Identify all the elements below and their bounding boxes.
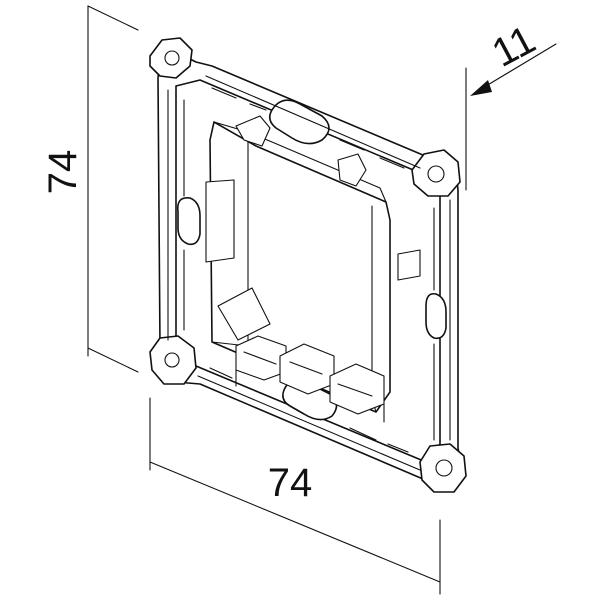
slot-left [176, 196, 201, 246]
height-extension-top [87, 5, 139, 31]
lug-bottom-right [419, 443, 467, 493]
height-extension-bottom [87, 347, 139, 373]
slot-right [425, 292, 447, 340]
width-label: 74 [268, 461, 313, 505]
lug-bottom-left [149, 335, 197, 385]
top-rail-detail [205, 75, 421, 169]
lug-top-right [411, 149, 461, 197]
width-dimension: 74 [149, 397, 441, 595]
lug-top-left [149, 37, 193, 79]
height-label: 74 [41, 150, 85, 195]
clip-top-left [235, 115, 271, 147]
opening-wall-left [211, 121, 249, 347]
retainer-detail [235, 351, 385, 423]
right-rail-detail [433, 199, 451, 441]
depth-leader [475, 43, 557, 93]
depth-label: 11 [485, 17, 542, 75]
slot-top [268, 99, 330, 145]
height-dimension: 74 [41, 5, 139, 373]
mounting-frame [149, 37, 467, 493]
depth-dimension: 11 [465, 17, 557, 191]
clip-right [397, 249, 421, 281]
depth-arrowhead [470, 80, 492, 96]
width-dimension-line [149, 461, 441, 583]
retainer-ramp [217, 287, 271, 341]
clip-left [205, 179, 235, 263]
left-rail-detail [167, 89, 185, 341]
clip-top-right [337, 153, 367, 187]
bottom-rail-detail [197, 367, 421, 471]
